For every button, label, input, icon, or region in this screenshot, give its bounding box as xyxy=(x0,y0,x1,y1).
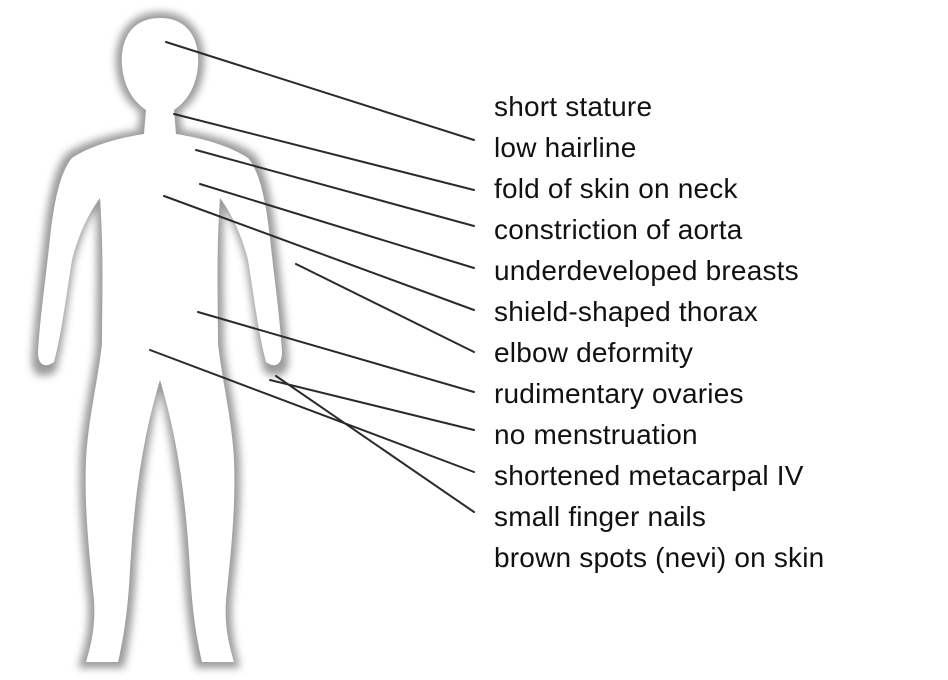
label-small-finger-nails: small finger nails xyxy=(494,496,824,537)
label-constriction-of-aorta: constriction of aorta xyxy=(494,209,824,250)
human-body-silhouette-icon xyxy=(32,12,289,668)
leader-line-elbow-deformity xyxy=(198,312,474,392)
label-list: short stature low hairline fold of skin … xyxy=(494,86,824,578)
body-outline xyxy=(38,18,282,662)
label-underdeveloped-breasts: underdeveloped breasts xyxy=(494,250,824,291)
label-rudimentary-ovaries: rudimentary ovaries xyxy=(494,373,824,414)
label-fold-of-skin-on-neck: fold of skin on neck xyxy=(494,168,824,209)
label-shield-shaped-thorax: shield-shaped thorax xyxy=(494,291,824,332)
leader-line-short-stature xyxy=(166,42,474,140)
label-shortened-metacarpal-iv: shortened metacarpal IV xyxy=(494,455,824,496)
leader-line-shortened-metacarpal-iv xyxy=(276,376,474,512)
leader-line-rudimentary-ovaries xyxy=(270,380,474,430)
label-short-stature: short stature xyxy=(494,86,824,127)
label-low-hairline: low hairline xyxy=(494,127,824,168)
label-brown-spots-nevi-on-skin: brown spots (nevi) on skin xyxy=(494,537,824,578)
label-no-menstruation: no menstruation xyxy=(494,414,824,455)
label-elbow-deformity: elbow deformity xyxy=(494,332,824,373)
